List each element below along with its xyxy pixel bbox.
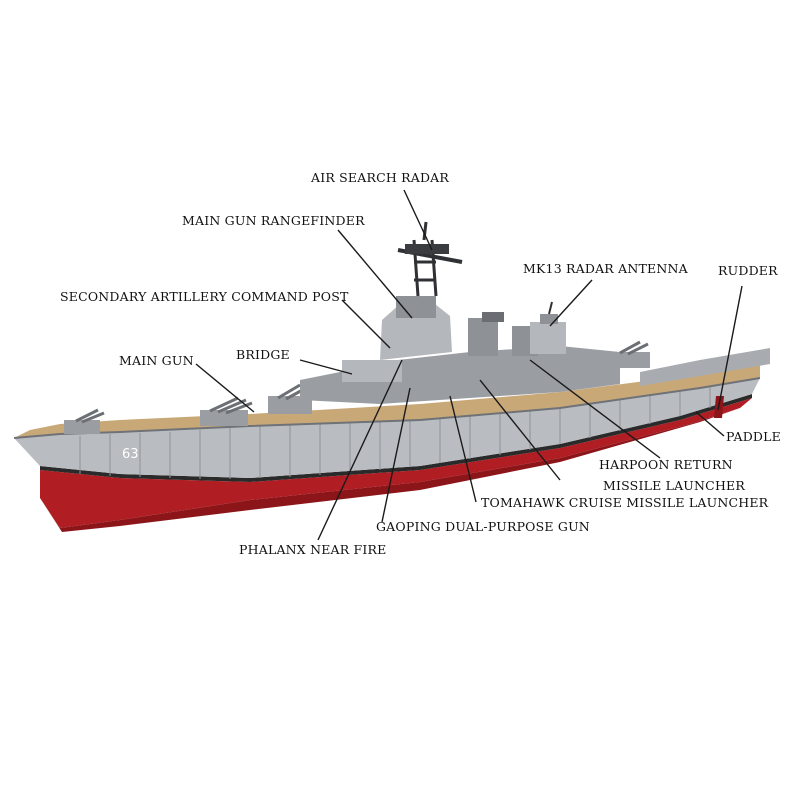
label-secondary-artillery-command-post: SECONDARY ARTILLERY COMMAND POST bbox=[60, 290, 349, 304]
label-mk13-radar-antenna: MK13 RADAR ANTENNA bbox=[523, 262, 688, 276]
aft-tower bbox=[530, 302, 566, 354]
leader-main-gun-rangefinder bbox=[338, 230, 412, 318]
label-main-gun: MAIN GUN bbox=[119, 354, 194, 368]
hull-number: 63 bbox=[122, 447, 139, 462]
label-bridge: BRIDGE bbox=[236, 348, 290, 362]
label-main-gun-rangefinder: MAIN GUN RANGEFINDER bbox=[182, 214, 365, 228]
label-missile-launcher: MISSILE LAUNCHER bbox=[603, 479, 745, 493]
label-rudder: RUDDER bbox=[718, 264, 778, 278]
label-air-search-radar: AIR SEARCH RADAR bbox=[311, 171, 449, 185]
label-tomahawk-cruise-missile-launcher: TOMAHAWK CRUISE MISSILE LAUNCHER bbox=[481, 496, 768, 510]
leader-air-search-radar bbox=[404, 190, 432, 250]
label-phalanx-near-fire: PHALANX NEAR FIRE bbox=[239, 543, 387, 557]
label-gaoping-dual-purpose-gun: GAOPING DUAL-PURPOSE GUN bbox=[376, 520, 590, 534]
leader-mk13-radar-antenna bbox=[550, 280, 592, 326]
aft-turret bbox=[608, 342, 650, 368]
funnels bbox=[468, 312, 538, 356]
radar-array bbox=[405, 244, 449, 254]
mast bbox=[398, 222, 462, 296]
label-paddle: PADDLE bbox=[726, 430, 781, 444]
forward-turret-2 bbox=[200, 398, 252, 426]
label-harpoon-return: HARPOON RETURN bbox=[599, 458, 733, 472]
forward-turret-1 bbox=[64, 410, 104, 434]
